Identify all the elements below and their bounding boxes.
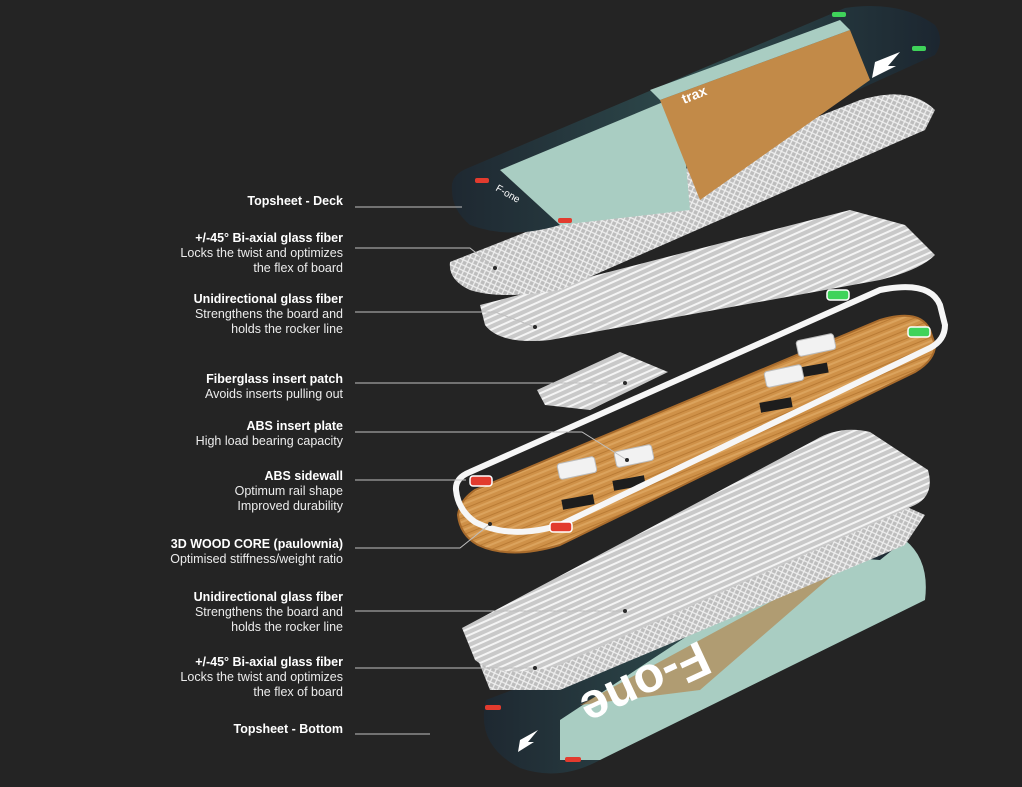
deck-insert-green-1 (832, 12, 846, 17)
bottom-insert-red-1 (485, 705, 501, 710)
insert-slot-1 (561, 494, 595, 510)
sidewall-insert-red-1 (469, 475, 493, 487)
layer-fiberglass-insert-patch (537, 352, 668, 410)
insert-slot-2 (612, 475, 646, 491)
deck-insert-red-1 (475, 178, 489, 183)
bottom-insert-red-2 (565, 757, 581, 762)
sidewall-insert-green-2 (907, 326, 931, 338)
sidewall-insert-green-1 (826, 289, 850, 301)
insert-slot-4 (799, 362, 829, 378)
leader-dots (488, 266, 629, 670)
deck-insert-red-2 (558, 218, 572, 223)
layer-unidirectional-upper (480, 210, 935, 341)
deck-insert-green-2 (912, 46, 926, 51)
layer-wood-core (456, 314, 937, 554)
leader-lines (355, 206, 628, 735)
insert-slot-3 (759, 397, 793, 413)
bottom-logo-icon (518, 730, 538, 752)
layer-topsheet-deck: trax F-one (451, 6, 940, 233)
layer-abs-sidewall (452, 284, 949, 535)
layer-biaxial-upper (449, 94, 935, 295)
sidewall-insert-red-2 (549, 521, 573, 533)
deck-logo-icon (872, 52, 900, 78)
layer-abs-insert-plates (556, 333, 837, 480)
